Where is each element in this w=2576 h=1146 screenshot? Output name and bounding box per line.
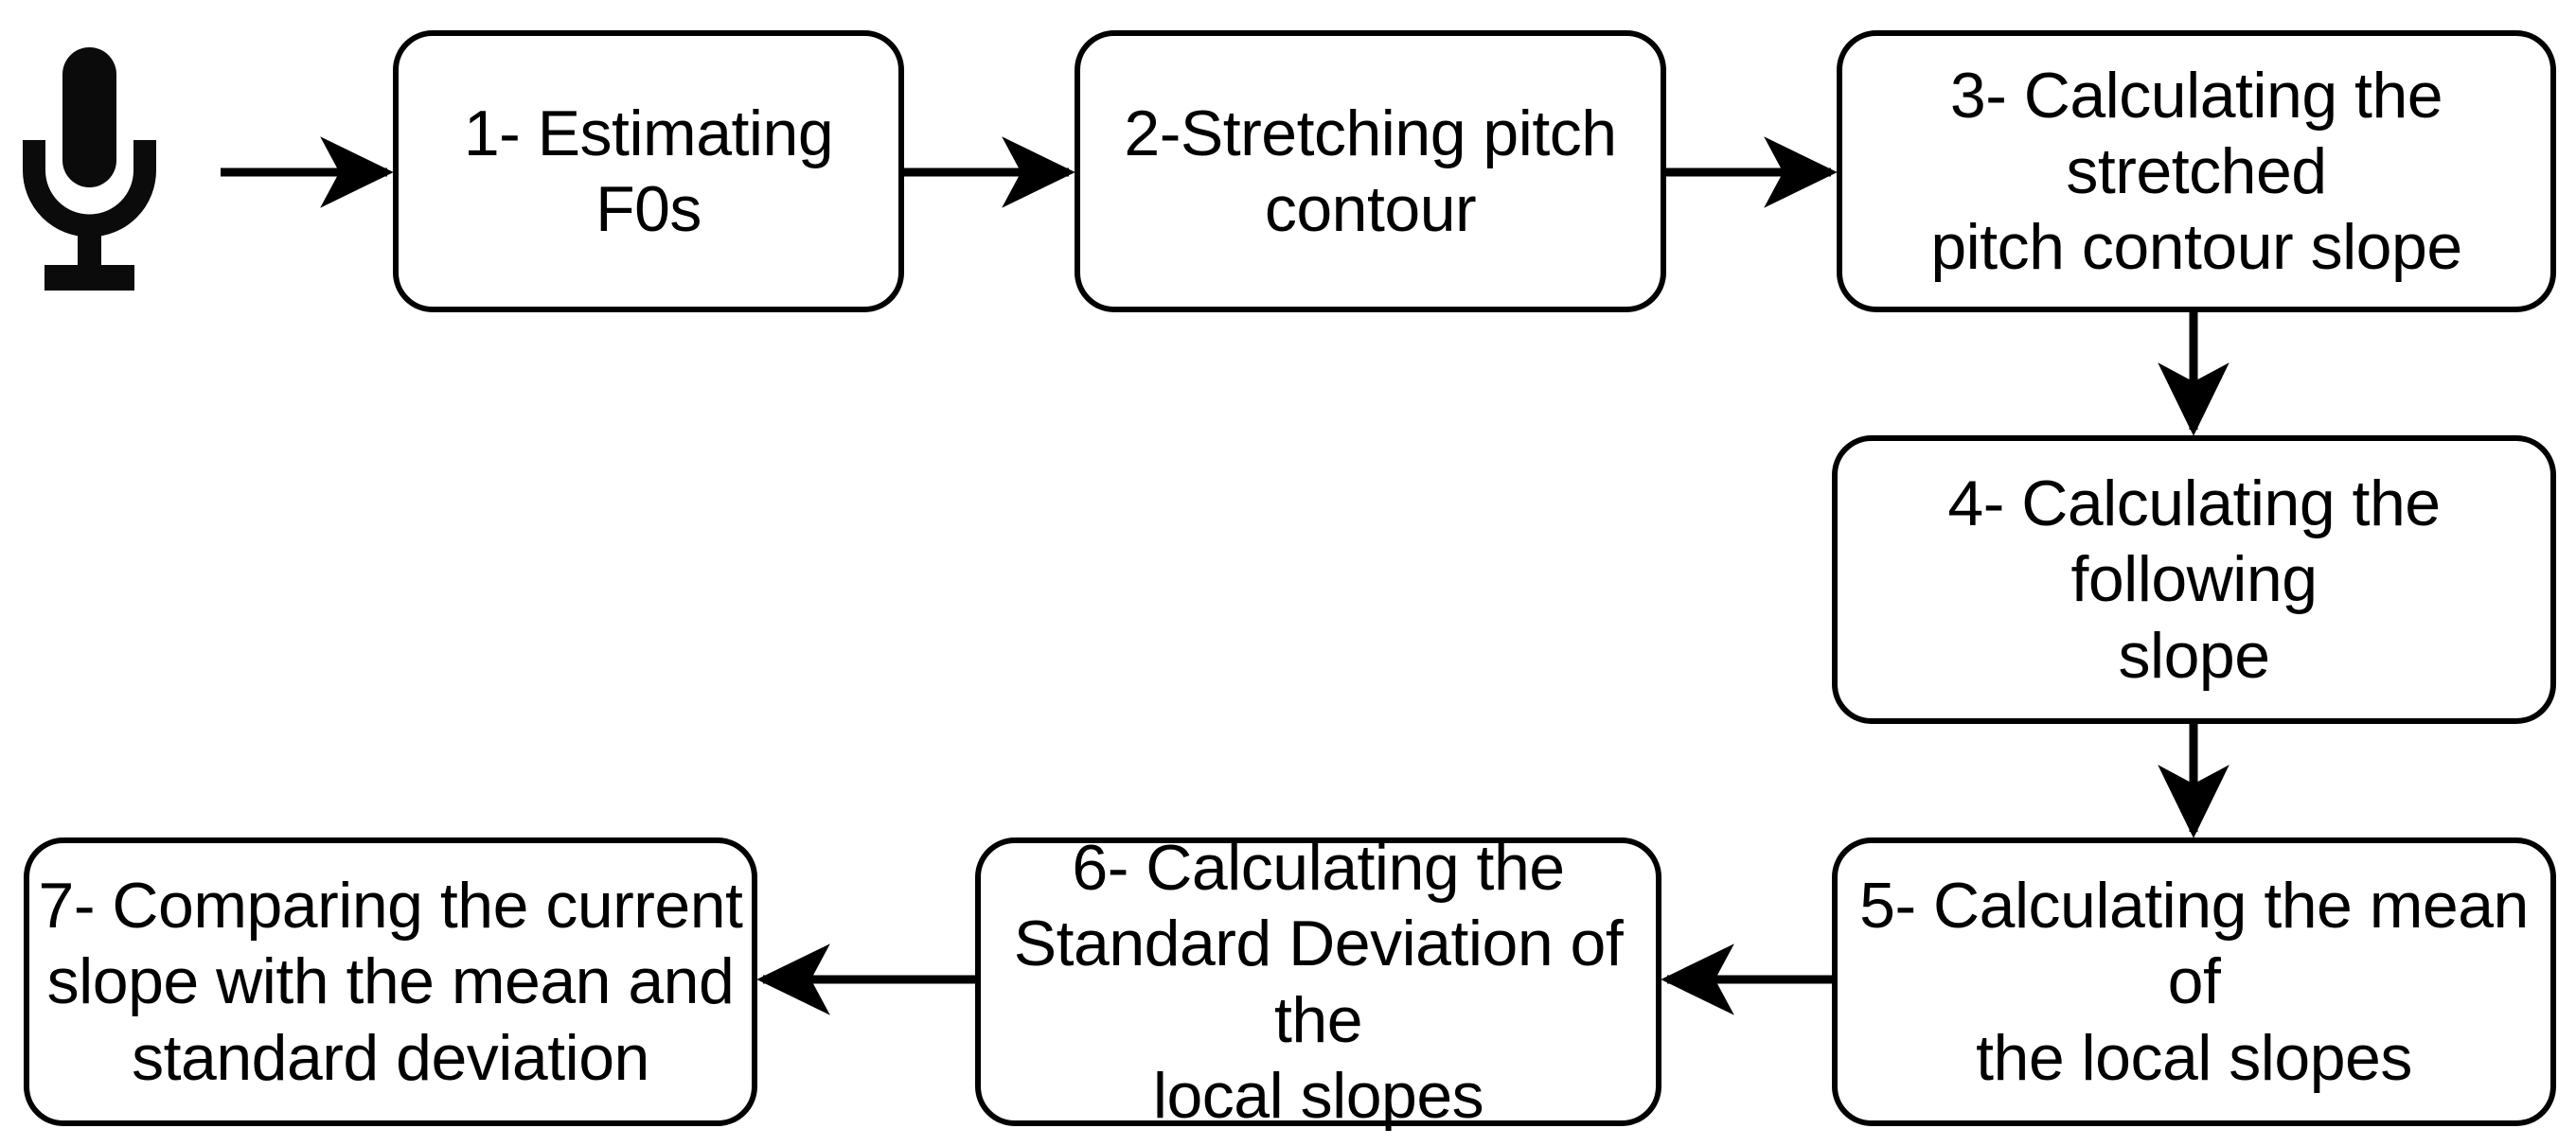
flow-node-step-1-label: 1- Estimating F0s [463,97,834,245]
flow-node-step-4-label: 4- Calculating the following slope [1947,467,2441,692]
flow-node-step-1[interactable]: 1- Estimating F0s [393,30,904,312]
microphone-icon [23,47,156,291]
flow-node-step-5-label: 5- Calculating the mean of the local slo… [1859,870,2529,1094]
flow-node-step-2-label: 2-Stretching pitch contour [1124,97,1617,245]
flow-node-step-2[interactable]: 2-Stretching pitch contour [1075,30,1666,312]
flow-node-step-5[interactable]: 5- Calculating the mean of the local slo… [1832,837,2556,1126]
flow-node-step-3-label: 3- Calculating the stretched pitch conto… [1930,59,2462,284]
flow-node-step-7-label: 7- Comparing the current slope with the … [38,870,743,1094]
flow-node-step-3[interactable]: 3- Calculating the stretched pitch conto… [1837,30,2556,312]
flow-node-step-7[interactable]: 7- Comparing the current slope with the … [24,837,757,1126]
flow-node-step-4[interactable]: 4- Calculating the following slope [1832,435,2556,724]
flow-node-step-6-label: 6- Calculating the Standard Deviation of… [1013,832,1624,1132]
flow-node-step-6[interactable]: 6- Calculating the Standard Deviation of… [975,832,1661,1132]
